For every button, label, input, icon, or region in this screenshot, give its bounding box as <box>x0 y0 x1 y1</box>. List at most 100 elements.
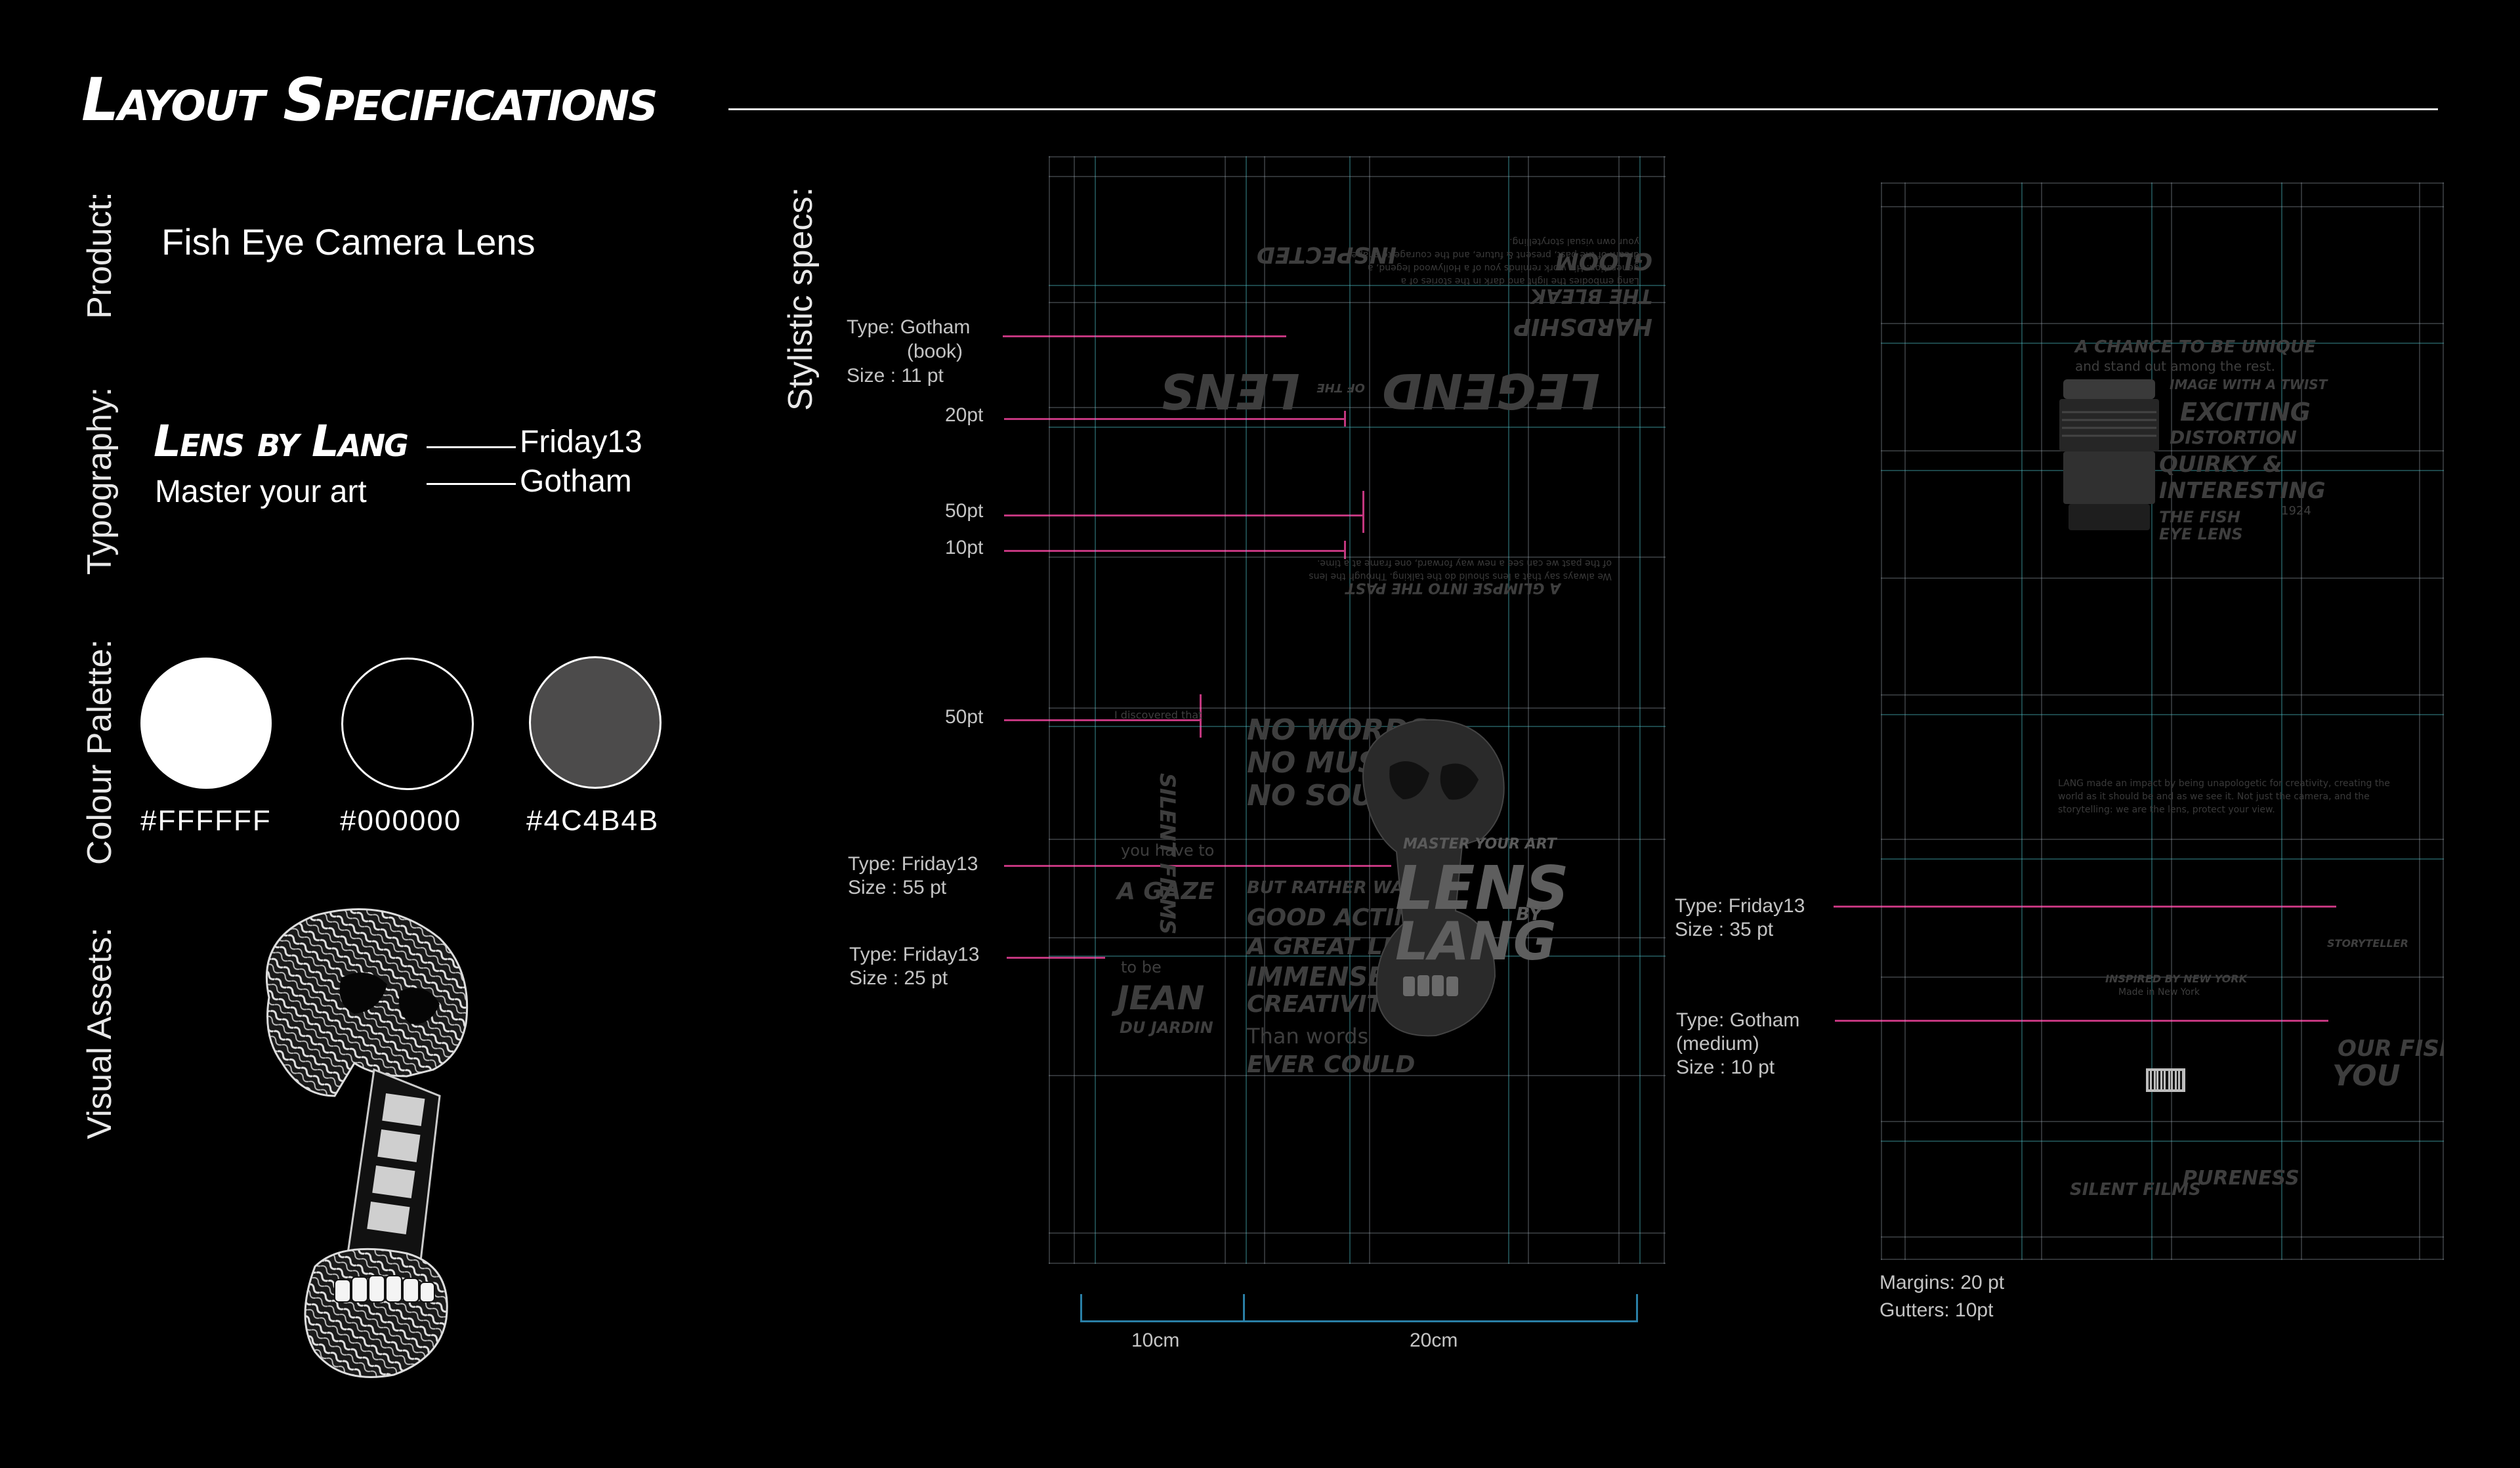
page-title: Layout Specifications <box>81 66 658 135</box>
poster2-silent-films: SILENT FILMS <box>2070 1180 2201 1200</box>
leader-20pt <box>1004 418 1345 420</box>
poster1-creativity: CREATIVITY <box>1247 991 1400 1018</box>
poster1-a-gaze: A GAZE <box>1117 878 1215 905</box>
poster2-storyteller: STORYTELLER <box>2327 937 2408 950</box>
spec-gotham-medium-size: Size : 10 pt <box>1676 1057 1775 1078</box>
typography-brand-sample: Lens by Lang <box>154 416 409 467</box>
poster1-du-jardin: DU JARDIN <box>1120 1018 1213 1037</box>
spec-gotham-medium-weight: (medium) <box>1676 1033 1759 1055</box>
skull-asset-image <box>265 908 469 1378</box>
leader-friday55 <box>1004 865 1391 867</box>
poster2-lens-image <box>2059 379 2159 530</box>
leader-10pt <box>1004 550 1345 552</box>
leader-friday25 <box>1007 957 1105 959</box>
leader-gotham-book <box>1003 335 1286 337</box>
spec-gotham-book-size: Size : 11 pt <box>847 365 944 387</box>
spec-gutters: Gutters: 10pt <box>1880 1299 1994 1321</box>
swatch-label-white: #FFFFFF <box>140 805 272 837</box>
poster2-quirky: QUIRKY & <box>2159 451 2282 478</box>
tick-50pt-b <box>1200 694 1202 738</box>
poster2-exciting: EXCITING <box>2180 398 2311 427</box>
leader-50pt-b <box>1004 719 1201 721</box>
typography-font-gotham: Gotham <box>520 464 632 499</box>
spec-gotham-book-weight: (book) <box>907 341 963 362</box>
poster2-barcode <box>2146 1068 2185 1092</box>
section-label-palette: Colour Palette: <box>81 639 119 865</box>
typography-tagline-sample: Master your art <box>155 474 367 509</box>
spec-friday35-size: Size : 35 pt <box>1675 919 1774 940</box>
leader-gotham-medium <box>1835 1020 2328 1022</box>
spec-friday55-type: Type: Friday13 <box>848 853 978 875</box>
typography-connector-1 <box>427 446 516 448</box>
spec-50pt-a: 50pt <box>945 500 984 522</box>
poster1-lens-word: LENS <box>1160 362 1300 419</box>
spec-20pt: 20pt <box>945 404 984 426</box>
spec-friday55-size: Size : 55 pt <box>848 877 947 898</box>
poster2-the-fish: THE FISH <box>2159 508 2240 526</box>
poster1-ever-could: EVER COULD <box>1247 1051 1416 1078</box>
poster2-inspired: INSPIRED BY NEW YORK <box>2105 973 2247 985</box>
swatch-label-grey: #4C4B4B <box>526 805 660 837</box>
leader-friday35 <box>1834 906 2336 908</box>
poster2-stand-out: and stand out among the rest. <box>2075 358 2275 374</box>
dimension-20cm: 20cm <box>1410 1330 1458 1351</box>
poster1-master-your-art: MASTER YOUR ART <box>1403 836 1557 852</box>
poster-1: LEGEND OF THE LENS A GLIMPSE INTO THE PA… <box>1049 156 1666 1264</box>
spec-friday25-type: Type: Friday13 <box>849 944 980 965</box>
spec-gotham-medium-type: Type: Gotham <box>1676 1009 1800 1031</box>
product-name: Fish Eye Camera Lens <box>161 221 536 262</box>
typography-connector-2 <box>427 483 516 485</box>
tick-50pt-a <box>1362 491 1364 533</box>
swatch-white <box>140 658 272 789</box>
title-rule <box>728 108 2438 110</box>
poster1-i-discovered: I discovered that <box>1114 709 1203 721</box>
poster1-jean: JEAN <box>1117 979 1205 1017</box>
poster1-immense: IMMENSE <box>1247 962 1386 992</box>
poster2-made-in: Made in New York <box>2118 987 2200 997</box>
poster1-lang-logo: LANG <box>1395 911 1557 972</box>
poster2-our-fish: OUR FISH <box>2338 1036 2444 1062</box>
dimension-tick-mid <box>1243 1294 1245 1322</box>
spec-50pt-b: 50pt <box>945 706 984 728</box>
dimension-tick-left <box>1080 1294 1082 1322</box>
swatch-label-black: #000000 <box>340 805 462 837</box>
poster2-year: 1924 <box>2281 504 2311 518</box>
spec-gotham-book-type: Type: Gotham <box>847 316 971 338</box>
poster1-but-rather: BUT RATHER WAS <box>1247 878 1417 898</box>
dimension-10cm: 10cm <box>1131 1330 1180 1351</box>
poster1-to-be: to be <box>1121 958 1162 976</box>
typography-font-friday13: Friday13 <box>520 425 642 459</box>
tick-10pt <box>1344 541 1346 559</box>
poster2-pureness: PURENESS <box>2183 1167 2300 1190</box>
section-label-product: Product: <box>81 192 119 319</box>
poster1-the-bleak: THE BLEAK <box>1530 284 1652 307</box>
poster-2: A CHANCE TO BE UNIQUE and stand out amon… <box>1881 182 2444 1260</box>
poster1-hardship: HARDSHIP <box>1513 313 1652 340</box>
swatch-grey <box>529 656 662 789</box>
spec-margins: Margins: 20 pt <box>1880 1272 2005 1293</box>
section-label-typography: Typography: <box>81 387 119 575</box>
dimension-bar <box>1080 1320 1638 1322</box>
poster1-lens-logo: LENS <box>1395 853 1569 923</box>
poster2-eye-lens: EYE LENS <box>2159 525 2243 543</box>
poster2-you: YOU <box>2332 1059 2401 1093</box>
section-label-assets: Visual Assets: <box>81 927 119 1139</box>
poster2-interesting: INTERESTING <box>2159 478 2326 504</box>
poster1-skull-image <box>1362 719 1505 1037</box>
spec-friday25-size: Size : 25 pt <box>849 967 948 989</box>
leader-50pt-a <box>1004 514 1364 516</box>
poster2-image-twist: IMAGE WITH A TWIST <box>2170 377 2328 392</box>
spec-10pt: 10pt <box>945 537 984 558</box>
poster1-by: BY <box>1516 903 1543 925</box>
poster2-chance: A CHANCE TO BE UNIQUE <box>2075 337 2316 357</box>
poster1-of-the: OF THE <box>1316 381 1365 395</box>
tick-20pt <box>1344 411 1346 427</box>
swatch-black <box>341 658 474 790</box>
poster1-than-words: Than words <box>1247 1024 1369 1049</box>
poster1-you-have-to: you have to <box>1121 841 1215 860</box>
poster2-distortion: DISTORTION <box>2170 427 2297 448</box>
section-label-stylistic: Stylistic specs: <box>782 187 820 411</box>
spec-friday35-type: Type: Friday13 <box>1675 895 1805 917</box>
dimension-tick-right <box>1636 1294 1638 1322</box>
poster1-headline: LEGEND <box>1381 362 1600 419</box>
